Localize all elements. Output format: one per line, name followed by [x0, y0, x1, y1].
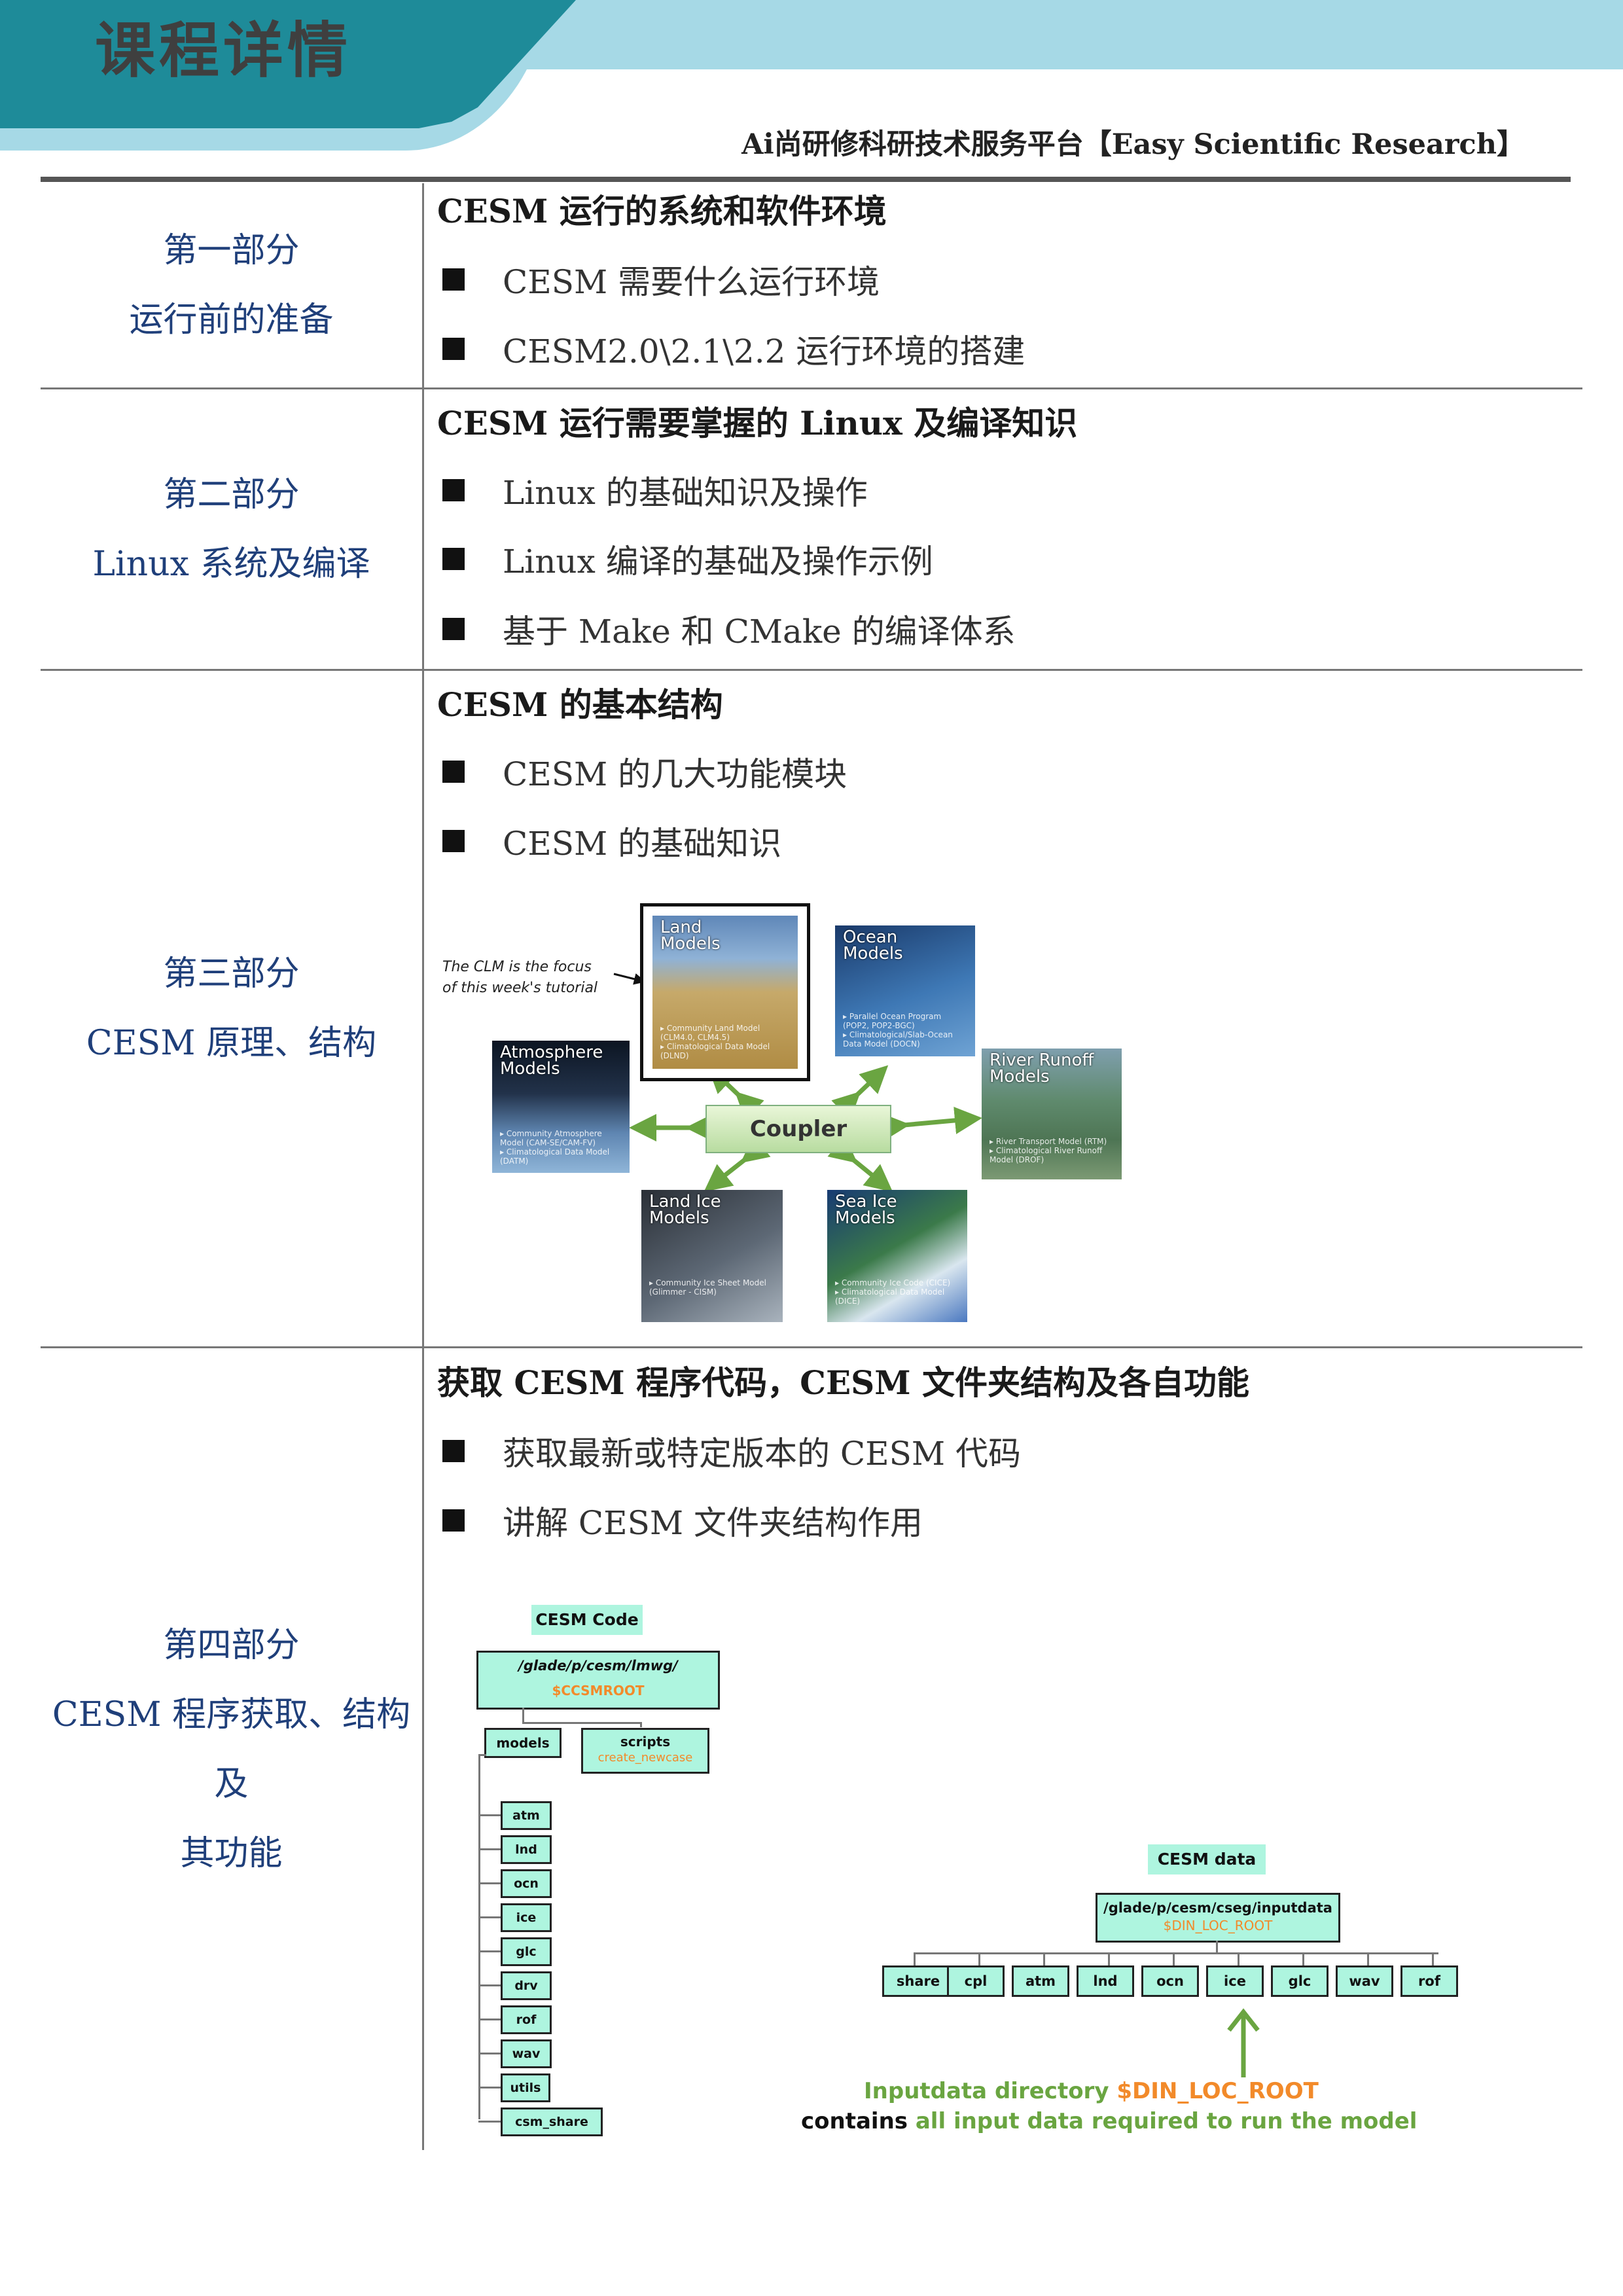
atmosphere-models-tile: Atmosphere Models ▸ Community Atmosphere…	[492, 1041, 630, 1173]
data-component-rof: rof	[1400, 1965, 1458, 1997]
section-2-bullet-1: Linux 的基础知识及操作	[442, 476, 868, 509]
section-1-name: 运行前的准备	[129, 300, 334, 340]
bullet-square-icon	[442, 1440, 465, 1462]
section-2-bullet-2: Linux 编译的基础及操作示例	[442, 545, 933, 578]
section-1-part: 第一部分	[163, 231, 300, 270]
bullet-square-icon	[442, 1509, 465, 1532]
table-column-divider	[422, 183, 424, 2150]
code-component-ice: ice	[501, 1903, 552, 1932]
section-2-bullet-3: 基于 Make 和 CMake 的编译体系	[442, 615, 1016, 648]
river-runoff-models-tile: River Runoff Models ▸ River Transport Mo…	[982, 1049, 1122, 1179]
section-4-bullet-1: 获取最新或特定版本的 CESM 代码	[442, 1437, 1021, 1470]
section-2-part: 第二部分	[163, 475, 300, 514]
data-branch-line	[915, 1952, 1438, 1954]
data-component-cpl: cpl	[947, 1965, 1005, 1997]
row-divider-3	[41, 1346, 1582, 1348]
section-2-title: CESM 运行需要掌握的 Linux 及编译知识	[437, 404, 1078, 442]
code-component-glc: glc	[501, 1937, 552, 1966]
tree-trunk-line	[478, 1754, 480, 2119]
code-component-atm: atm	[501, 1801, 552, 1830]
ocean-models-tile: Ocean Models ▸ Parallel Ocean Program (P…	[835, 925, 975, 1056]
land-models-tile: Land Models ▸ Community Land Model (CLM4…	[652, 916, 798, 1069]
section-3-bullet-2: CESM 的基础知识	[442, 827, 781, 860]
arrow-river-coupler	[882, 1106, 982, 1141]
section-4-name-line-2: 其功能	[180, 1833, 283, 1873]
clm-note: The CLM is the focus of this week's tuto…	[442, 959, 598, 996]
bullet-square-icon	[442, 618, 465, 640]
bullet-square-icon	[442, 479, 465, 501]
code-component-drv: drv	[501, 1971, 552, 2000]
data-component-share: share	[882, 1965, 954, 1997]
models-box: models	[484, 1728, 562, 1758]
cesm-component-diagram: The CLM is the focus of this week's tuto…	[432, 903, 1132, 1322]
code-component-ocn: ocn	[501, 1869, 552, 1898]
section-3-label: 第三部分 CESM 原理、结构	[41, 671, 422, 1346]
cesm-code-label: CESM Code	[531, 1605, 643, 1635]
data-component-ocn: ocn	[1141, 1965, 1199, 1997]
page-title: 课程详情	[95, 16, 352, 86]
section-3-part: 第三部分	[163, 954, 300, 994]
row-divider-2	[41, 669, 1582, 671]
bullet-square-icon	[442, 338, 465, 360]
bullet-square-icon	[442, 761, 465, 783]
data-component-atm: atm	[1012, 1965, 1069, 1997]
section-1-label: 第一部分 运行前的准备	[41, 183, 422, 387]
sea-ice-models-tile: Sea Ice Models ▸ Community Ice Code (CIC…	[827, 1190, 967, 1322]
arrow-landice-coupler	[704, 1135, 771, 1192]
diagram-arrows	[613, 973, 982, 1193]
land-models-frame: Land Models ▸ Community Land Model (CLM4…	[640, 903, 810, 1081]
bullet-square-icon	[442, 268, 465, 291]
up-arrow-icon	[1227, 2008, 1260, 2077]
section-1-bullet-1: CESM 需要什么运行环境	[442, 266, 880, 298]
section-4-part: 第四部分	[163, 1625, 300, 1665]
code-component-utils: utils	[501, 2073, 550, 2102]
code-component-wav: wav	[501, 2039, 552, 2068]
section-3-bullet-1: CESM 的几大功能模块	[442, 758, 847, 791]
data-component-lnd: lnd	[1077, 1965, 1134, 1997]
arrow-seaice-coupler	[827, 1135, 893, 1193]
section-3-name: CESM 原理、结构	[86, 1024, 377, 1063]
data-component-ice: ice	[1206, 1965, 1264, 1997]
section-3-title: CESM 的基本结构	[437, 685, 723, 724]
coupler-box: Coupler	[705, 1105, 891, 1153]
code-component-lnd: lnd	[501, 1835, 552, 1864]
land-ice-models-tile: Land Ice Models ▸ Community Ice Sheet Mo…	[641, 1190, 783, 1322]
inputdata-caption-line-2: contains all input data required to run …	[801, 2108, 1418, 2134]
bullet-square-icon	[442, 830, 465, 852]
section-1-bullet-2: CESM2.0\2.1\2.2 运行环境的搭建	[442, 335, 1025, 368]
scripts-box: scripts create_newcase	[581, 1728, 709, 1774]
data-component-wav: wav	[1336, 1965, 1393, 1997]
cesm-data-label: CESM data	[1148, 1844, 1266, 1874]
section-4-label: 第四部分 CESM 程序获取、结构及 其功能	[41, 1348, 422, 2150]
section-4-bullet-2: 讲解 CESM 文件夹结构作用	[442, 1507, 923, 1539]
data-root-box: /glade/p/cesm/cseg/inputdata $DIN_LOC_RO…	[1096, 1893, 1340, 1943]
row-divider-1	[41, 387, 1582, 389]
platform-name: Ai尚研修科研技术服务平台【Easy Scientific Research】	[741, 128, 1525, 161]
inputdata-caption-line-1: Inputdata directory $DIN_LOC_ROOT	[864, 2078, 1319, 2104]
code-component-rof: rof	[501, 2005, 552, 2034]
data-component-glc: glc	[1271, 1965, 1329, 1997]
section-2-name: Linux 系统及编译	[92, 544, 370, 584]
top-rule	[41, 177, 1571, 182]
code-root-box: /glade/p/cesm/lmwg/ $CCSMROOT	[476, 1651, 720, 1710]
section-4-title: 获取 CESM 程序代码，CESM 文件夹结构及各自功能	[437, 1363, 1249, 1402]
section-2-label: 第二部分 Linux 系统及编译	[41, 389, 422, 669]
code-component-csm_share: csm_share	[501, 2108, 603, 2136]
arrow-note-land	[613, 973, 646, 985]
bullet-square-icon	[442, 548, 465, 570]
section-4-name-line-1: CESM 程序获取、结构及	[52, 1695, 411, 1804]
arrow-ocean-coupler	[831, 1065, 889, 1121]
section-1-title: CESM 运行的系统和软件环境	[437, 192, 887, 230]
